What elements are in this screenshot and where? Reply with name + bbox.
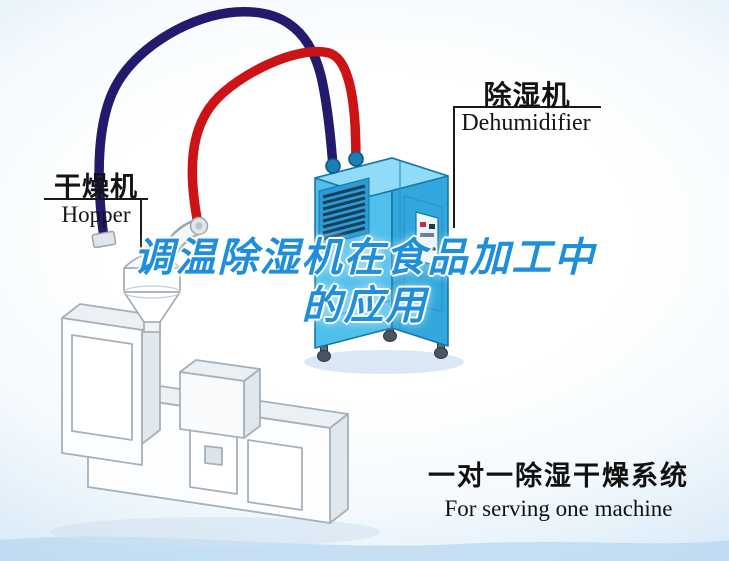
- machine-door-left: [71, 334, 133, 441]
- navy-hose-flange: [91, 230, 117, 249]
- feedbox-side: [141, 315, 161, 445]
- machine-door-handle: [204, 445, 223, 466]
- page-title-line1: 调温除湿机在食品加工中: [133, 236, 596, 280]
- page-title-line2: 的应用: [301, 284, 428, 328]
- hopper-dome: [123, 253, 181, 269]
- hopper: [123, 218, 206, 333]
- hose-stub-right: [348, 151, 364, 167]
- dehumidifier-seam: [316, 300, 391, 321]
- dehumidifier-grille: [318, 177, 370, 247]
- hopper-lid-knob: [146, 244, 158, 253]
- pipe-red: [187, 46, 361, 229]
- machine-door-right: [247, 439, 303, 511]
- gearbox-front: [179, 371, 245, 439]
- page-title: 调温除湿机在食品加工中 的应用: [0, 234, 729, 330]
- dehumidifier-label-en: Dehumidifier: [461, 110, 591, 136]
- pipe-fittings: [91, 216, 209, 249]
- dehumidifier-control-panel: [415, 211, 439, 267]
- extruder-machine: [61, 303, 349, 524]
- hopper-label-en: Hopper: [61, 202, 131, 227]
- hopper-label-cn: 干燥机: [54, 172, 138, 202]
- dehumidifier-side-panel: [403, 195, 443, 313]
- leader-lines: [44, 106, 601, 252]
- caption: 一对一除湿干燥系统 For serving one machine: [428, 454, 689, 522]
- hose-stub-left: [325, 158, 341, 174]
- machine-shadow: [50, 517, 380, 547]
- caption-en: For serving one machine: [444, 496, 673, 521]
- machine-barrel-end: [329, 413, 349, 524]
- hopper-seam: [123, 285, 181, 299]
- caption-cn: 一对一除湿干燥系统: [428, 461, 689, 491]
- dehumidifier-shadow: [304, 350, 464, 374]
- red-hose-flange-hub: [195, 222, 203, 230]
- dehumidifier-label-cn: 除湿机: [483, 80, 571, 111]
- dehumidifier: [314, 151, 449, 362]
- pipe-navy: [94, 6, 338, 243]
